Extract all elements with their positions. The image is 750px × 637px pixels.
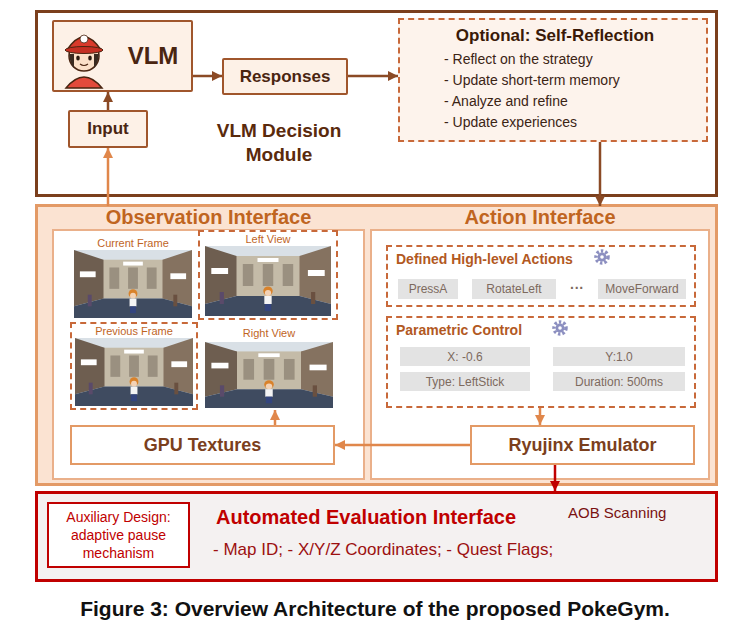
process-box: Input xyxy=(68,110,148,148)
gear-icon xyxy=(596,251,608,263)
process-box: GPU Textures xyxy=(70,425,335,465)
avatar-mouth xyxy=(80,64,88,66)
action-chip: PressA xyxy=(398,279,458,299)
flow-arrow xyxy=(554,465,557,491)
reflection-box: Optional: Self-Reflection - Reflect on th… xyxy=(398,18,708,142)
module-frame: VLM Decision Module VLM ResponsesInput Opti… xyxy=(35,10,718,197)
param-chip: Duration: 500ms xyxy=(553,372,685,391)
avatar-face xyxy=(69,41,99,71)
flow-arrow xyxy=(335,444,470,447)
action-group: Defined High-level ActionsPressA RotateLe… xyxy=(386,245,696,307)
avatar-cap-logo xyxy=(80,35,88,43)
chip-label: PressA xyxy=(409,282,448,296)
box-label: GPU Textures xyxy=(144,435,262,456)
module-title: VLM Decision Module xyxy=(195,119,363,167)
flow-arrow xyxy=(539,408,542,425)
chip-label: X: -0.6 xyxy=(447,350,482,364)
frame-view: Left View xyxy=(198,230,338,320)
bullet-item: - Reflect on the strategy xyxy=(414,49,696,70)
evaluation-title: Automated Evaluation Interface xyxy=(216,506,516,529)
avatar-eye xyxy=(76,55,80,60)
process-box: Ryujinx Emulator xyxy=(470,425,695,465)
chip-label: Type: LeftStick xyxy=(426,375,505,389)
chip-label: Y:1.0 xyxy=(605,350,632,364)
frame-label: Left View xyxy=(200,233,336,245)
frame-label: Right View xyxy=(200,327,338,339)
flow-arrow xyxy=(107,148,110,206)
chip-label: RotateLeft xyxy=(486,282,541,296)
avatar-body xyxy=(66,77,102,88)
vlm-label: VLM xyxy=(120,42,186,70)
avatar-hair xyxy=(69,54,99,68)
panel-title: Action Interface xyxy=(370,206,710,229)
action-chip: MoveForward xyxy=(598,279,686,299)
auxiliary-box: Auxiliary Design: adaptive pause mechani… xyxy=(47,502,190,568)
flow-arrow xyxy=(348,75,398,78)
param-chip: X: -0.6 xyxy=(400,347,530,366)
gear-hole xyxy=(600,255,604,259)
control-group: Parametric Control X: -0.6 Y:1.0Type: Left… xyxy=(386,316,696,408)
avatar-cap xyxy=(67,37,101,50)
game-screenshot xyxy=(75,338,193,406)
bullet-item: - Update experiences xyxy=(414,112,696,133)
game-screenshot xyxy=(205,246,331,316)
group-title: Parametric Control xyxy=(396,322,522,338)
bullet-item: - Analyze and refine xyxy=(414,91,696,112)
reflection-title: Optional: Self-Reflection xyxy=(414,26,696,46)
game-screenshot xyxy=(74,250,192,318)
bullet-item: - Update short-term memory xyxy=(414,70,696,91)
flow-arrow xyxy=(599,142,602,206)
frame-view: Current Frame xyxy=(72,236,194,320)
action-panel: Action InterfaceDefined High-level Actio… xyxy=(370,206,710,480)
panel-title: Observation Interface xyxy=(52,206,365,229)
auxiliary-label: Auxiliary Design: adaptive pause mechani… xyxy=(52,508,185,562)
evaluation-list: - Map ID; - X/Y/Z Coordinates; - Quest F… xyxy=(213,540,553,560)
gear-body xyxy=(556,324,565,333)
frame-view: Right View xyxy=(200,326,338,410)
box-label: Input xyxy=(87,119,129,139)
avatar-eye xyxy=(88,55,92,60)
param-chip: Y:1.0 xyxy=(553,347,685,366)
avatar-cap-brim xyxy=(65,47,103,54)
param-chip: Type: LeftStick xyxy=(400,372,530,391)
game-screenshot xyxy=(205,342,333,408)
process-box: Responses xyxy=(222,58,348,95)
trainer-avatar xyxy=(65,35,103,88)
frame-label: Previous Frame xyxy=(72,325,196,337)
flow-arrow xyxy=(107,92,110,110)
gear-teeth xyxy=(554,322,566,334)
flow-arrow xyxy=(193,75,222,78)
frame-label: Current Frame xyxy=(72,237,194,249)
figure-caption: Figure 3: Overview Architecture of the p… xyxy=(0,597,750,621)
gear-hole xyxy=(558,326,562,330)
observation-panel: Observation InterfaceCurrent Frame Left V… xyxy=(52,206,365,480)
gear-body xyxy=(598,253,607,262)
action-chip: RotateLeft xyxy=(472,279,556,299)
gear-icon xyxy=(554,322,566,334)
box-label: Responses xyxy=(240,67,331,87)
vlm-box: VLM xyxy=(52,20,193,92)
chip-label: Duration: 500ms xyxy=(575,375,663,389)
frame-view: Previous Frame xyxy=(70,322,198,410)
chip-label: MoveForward xyxy=(605,282,678,296)
gear-teeth xyxy=(596,251,608,263)
group-title: Defined High-level Actions xyxy=(396,251,573,267)
flow-arrow xyxy=(274,410,277,425)
box-label: Ryujinx Emulator xyxy=(508,435,656,456)
evaluation-frame: Automated Evaluation Interface - Map ID; … xyxy=(35,491,718,582)
